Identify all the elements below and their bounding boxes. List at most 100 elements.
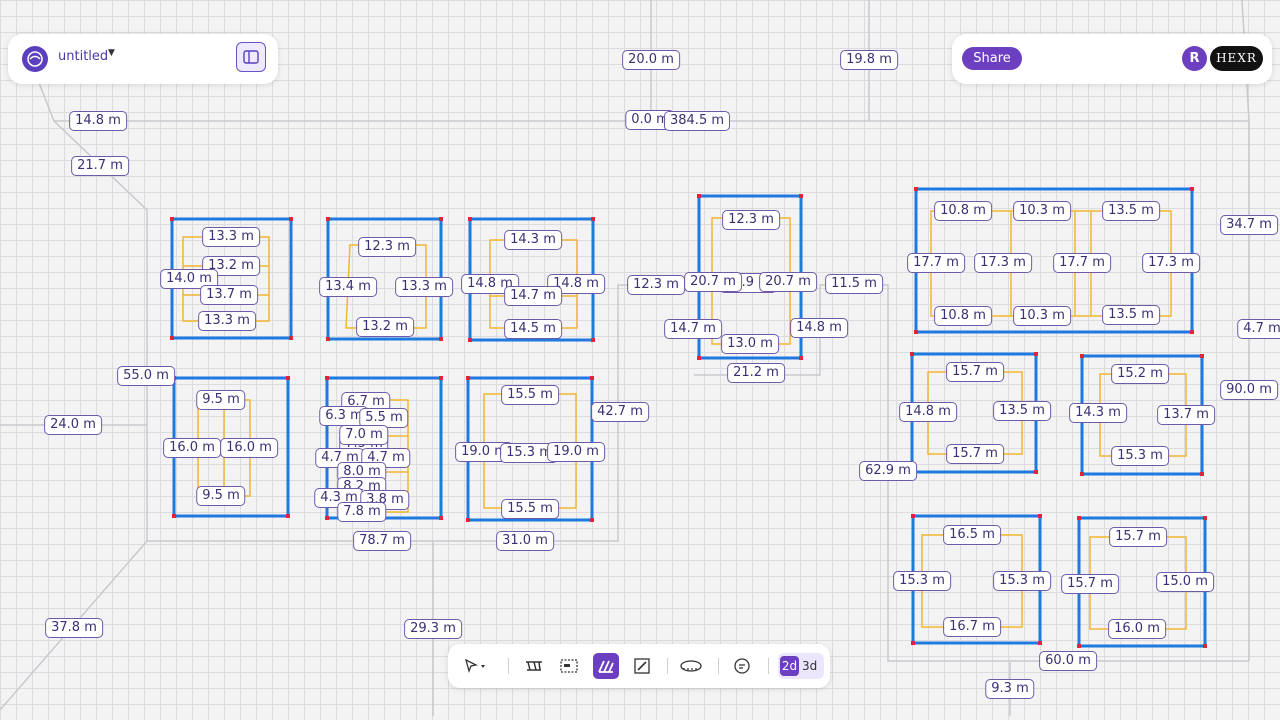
dimension-label[interactable]: 10.8 m	[934, 306, 992, 326]
dimension-label[interactable]: 14.5 m	[504, 319, 562, 339]
dimension-label[interactable]: 16.0 m	[1108, 619, 1166, 639]
dimension-label[interactable]: 17.7 m	[907, 253, 965, 273]
draw-tool-button[interactable]	[629, 653, 655, 679]
dimension-label[interactable]: 14.7 m	[504, 286, 562, 306]
comment-icon	[734, 658, 750, 674]
dimension-label[interactable]: 21.7 m	[71, 156, 129, 176]
dimension-label[interactable]: 62.9 m	[859, 461, 917, 481]
dimension-label[interactable]: 42.7 m	[591, 402, 649, 422]
dimension-label[interactable]: 31.0 m	[496, 531, 554, 551]
area-tool-button[interactable]	[593, 653, 619, 679]
dimension-label[interactable]: 15.7 m	[946, 444, 1004, 464]
comment-tool-button[interactable]	[729, 653, 755, 679]
wall-tool-button[interactable]	[521, 653, 547, 679]
measure-tool-button[interactable]	[678, 653, 704, 679]
dimension-label[interactable]: 19.0 m	[547, 442, 605, 462]
dimension-label[interactable]: 13.7 m	[200, 285, 258, 305]
dimension-label[interactable]: 17.3 m	[974, 253, 1032, 273]
dimension-label[interactable]: 13.3 m	[202, 227, 260, 247]
user-avatar[interactable]: R	[1182, 46, 1207, 71]
dimension-label[interactable]: 13.5 m	[993, 401, 1051, 421]
dimension-label[interactable]: 16.0 m	[163, 438, 221, 458]
dimension-label[interactable]: 7.0 m	[339, 425, 389, 445]
dimension-label[interactable]: 12.3 m	[358, 237, 416, 257]
dimension-label[interactable]: 37.8 m	[45, 618, 103, 638]
wall-icon	[526, 661, 542, 671]
dimension-label[interactable]: 24.0 m	[44, 415, 102, 435]
dimension-label[interactable]: 17.7 m	[1053, 253, 1111, 273]
dimension-label[interactable]: 15.3 m	[893, 571, 951, 591]
dimension-label[interactable]: 15.5 m	[501, 385, 559, 405]
dimension-label[interactable]: 13.3 m	[198, 311, 256, 331]
dimension-label[interactable]: 20.0 m	[622, 50, 680, 70]
dimension-label[interactable]: 90.0 m	[1220, 380, 1278, 400]
dimension-label[interactable]: 13.0 m	[721, 334, 779, 354]
dimension-label[interactable]: 20.7 m	[759, 272, 817, 292]
dimension-label[interactable]: 14.8 m	[69, 111, 127, 131]
dimension-label[interactable]: 7.8 m	[337, 502, 387, 522]
dimension-label[interactable]: 14.8 m	[790, 318, 848, 338]
dimension-label[interactable]: 9.5 m	[196, 486, 246, 506]
dimension-label[interactable]: 16.5 m	[943, 525, 1001, 545]
dimension-label[interactable]: 9.5 m	[196, 390, 246, 410]
dimension-label[interactable]: 19.8 m	[840, 50, 898, 70]
dimension-label[interactable]: 15.3 m	[993, 571, 1051, 591]
dimension-label[interactable]: 29.3 m	[404, 619, 462, 639]
dimension-label[interactable]: 14.7 m	[664, 319, 722, 339]
dimension-label[interactable]: 15.5 m	[501, 499, 559, 519]
mode-3d-button[interactable]: 3d	[802, 659, 818, 673]
dimension-label[interactable]: 14.3 m	[1069, 403, 1127, 423]
dimension-label[interactable]: 14.8 m	[461, 274, 519, 294]
room-tool-button[interactable]	[556, 653, 582, 679]
chevron-down-icon[interactable]: ▼	[108, 48, 115, 58]
dimension-label[interactable]: 78.7 m	[353, 531, 411, 551]
dimension-label[interactable]: 15.7 m	[1109, 527, 1167, 547]
dimension-label[interactable]: 14.8 m	[899, 402, 957, 422]
dimension-label[interactable]: 13.5 m	[1102, 201, 1160, 221]
dimension-label[interactable]: 55.0 m	[117, 366, 175, 386]
share-panel: Share R HEXR	[952, 34, 1272, 84]
dimension-label[interactable]: 6.3 m	[319, 406, 369, 426]
dimension-label[interactable]: 4.3 m	[314, 488, 364, 508]
dimension-label[interactable]: 10.3 m	[1013, 306, 1071, 326]
dimension-label[interactable]: 13.4 m	[319, 277, 377, 297]
dimension-label[interactable]: 15.2 m	[1111, 364, 1169, 384]
dimension-label[interactable]: 15.0 m	[1156, 572, 1214, 592]
dimension-label[interactable]: 13.7 m	[1157, 405, 1215, 425]
dimension-label[interactable]: 11.5 m	[825, 274, 883, 294]
mode-2d-button[interactable]: 2d	[780, 656, 799, 676]
dimension-label[interactable]: 15.7 m	[1061, 574, 1119, 594]
dimension-label[interactable]: 12.3 m	[722, 210, 780, 230]
toggle-sidebar-button[interactable]	[236, 42, 266, 72]
dimension-label[interactable]: 19.0 m	[455, 442, 513, 462]
dimension-label[interactable]: 34.7 m	[1220, 215, 1278, 235]
dimension-label[interactable]: 10.3 m	[1013, 201, 1071, 221]
dimension-label[interactable]: 14.3 m	[504, 230, 562, 250]
dimension-label[interactable]: 13.2 m	[356, 317, 414, 337]
dimension-label[interactable]: 5.5 m	[359, 408, 409, 428]
dimension-label[interactable]: 10.8 m	[934, 201, 992, 221]
share-button[interactable]: Share	[962, 47, 1022, 70]
dimension-label[interactable]: 60.0 m	[1039, 651, 1097, 671]
dimension-label[interactable]: 14.0 m	[160, 269, 218, 289]
dimension-label[interactable]: 17.3 m	[1142, 253, 1200, 273]
app-logo-icon[interactable]	[22, 46, 48, 72]
dimension-label[interactable]: 21.2 m	[727, 363, 785, 383]
cursor-icon	[464, 658, 485, 674]
dimension-label[interactable]: 4.7 m	[1237, 319, 1280, 339]
dimension-label[interactable]: 16.7 m	[943, 617, 1001, 637]
dimension-label[interactable]: 384.5 m	[663, 111, 731, 131]
file-name[interactable]: untitled	[58, 49, 109, 64]
dimension-label[interactable]: 15.7 m	[946, 362, 1004, 382]
bottom-toolbar: 2d 3d	[448, 644, 830, 688]
dimension-label[interactable]: 20.7 m	[684, 272, 742, 292]
dimension-label[interactable]: 13.3 m	[395, 277, 453, 297]
corner-markers[interactable]	[170, 187, 1207, 648]
dimension-label[interactable]: 9.3 m	[985, 679, 1035, 699]
dimension-label[interactable]: 16.0 m	[220, 438, 278, 458]
dimension-label[interactable]: 15.3 m	[1111, 446, 1169, 466]
dimension-label[interactable]: 12.3 m	[627, 275, 685, 295]
select-tool-button[interactable]	[458, 653, 494, 679]
dimension-label[interactable]: 13.5 m	[1102, 305, 1160, 325]
